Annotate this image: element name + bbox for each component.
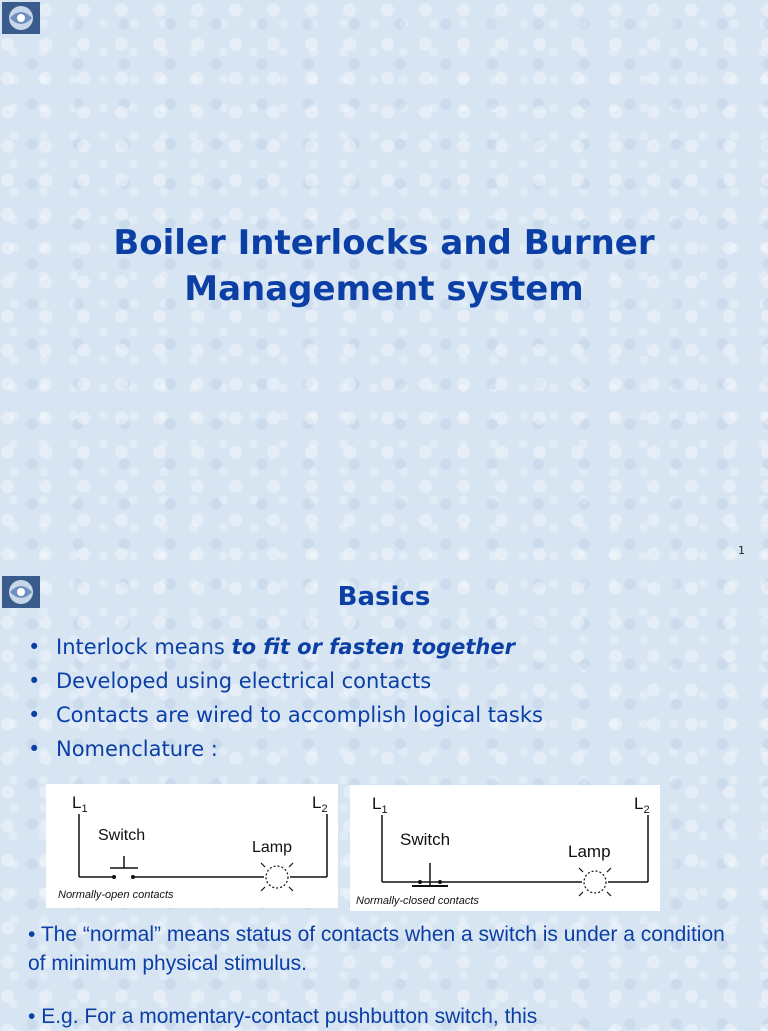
bullet-emphasis: to fit or fasten together	[231, 635, 515, 659]
l2-label: L2	[634, 794, 650, 816]
slide-title: Boiler Interlocks and Burner Management …	[0, 220, 768, 312]
bullet-text: Interlock means	[56, 635, 232, 659]
page-number: 1	[738, 544, 745, 557]
list-item: •Nomenclature :	[28, 737, 218, 761]
title-line-2: Management system	[184, 269, 584, 309]
paragraph-example: • E.g. For a momentary-contact pushbutto…	[28, 1002, 738, 1031]
bullet-list: •Interlock means to fit or fasten togeth…	[28, 630, 543, 766]
bullet-text: Nomenclature :	[56, 737, 218, 761]
switch-label: Switch	[98, 827, 145, 844]
corporate-logo-icon	[2, 2, 40, 34]
diagram-caption: Normally-open contacts	[58, 889, 174, 901]
bullet-text: Contacts are wired to accomplish logical…	[56, 703, 543, 727]
l1-label: L1	[372, 794, 388, 816]
section-heading: Basics	[337, 582, 431, 612]
list-item: •Interlock means to fit or fasten togeth…	[28, 635, 515, 659]
lamp-label: Lamp	[252, 839, 292, 856]
paragraph-bullet: •	[28, 1005, 36, 1028]
l2-label: L2	[312, 793, 328, 815]
diagram-caption: Normally-closed contacts	[356, 895, 479, 907]
slide-2: Basics •Interlock means to fit or fasten…	[0, 572, 768, 1028]
bullet-text: Developed using electrical contacts	[56, 669, 432, 693]
lamp-label: Lamp	[568, 842, 611, 861]
title-line-1: Boiler Interlocks and Burner	[113, 223, 655, 263]
normally-open-diagram: L1 L2 Switch Lamp Normally-open contacts	[46, 784, 338, 908]
paragraph-text: E.g. For a momentary-contact pushbutton …	[41, 1005, 538, 1028]
switch-label: Switch	[400, 830, 450, 849]
normally-closed-diagram: L1 L2 Switch Lamp Normally-closed contac…	[350, 785, 660, 911]
paragraph-normal-definition: • The “normal” means status of contacts …	[28, 920, 738, 978]
lamp-rays-icon	[260, 862, 294, 892]
paragraph-bullet: •	[28, 923, 36, 946]
paragraph-text: The “normal” means status of contacts wh…	[28, 923, 725, 975]
list-item: •Developed using electrical contacts	[28, 669, 432, 693]
corporate-logo-icon	[2, 576, 40, 608]
slide-1: Boiler Interlocks and Burner Management …	[0, 2, 768, 557]
l1-label: L1	[72, 793, 88, 815]
lamp-rays-icon	[578, 867, 612, 897]
list-item: •Contacts are wired to accomplish logica…	[28, 703, 543, 727]
